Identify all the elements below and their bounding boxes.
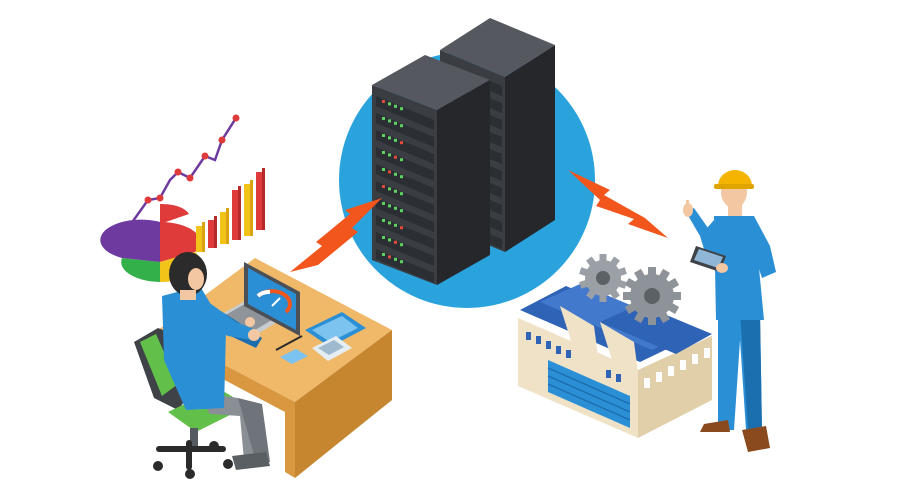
gear-large-icon <box>623 267 681 325</box>
calculator-icon <box>312 336 352 361</box>
factory-building <box>518 284 712 438</box>
office-worker <box>162 252 270 470</box>
speedometer-icon <box>256 289 292 314</box>
line-chart <box>126 114 240 229</box>
document-tablet <box>305 312 366 347</box>
gear-small-icon <box>579 254 627 302</box>
engineer <box>683 170 776 452</box>
pen <box>275 335 303 351</box>
lightning-bolt-right-icon <box>568 170 668 238</box>
server-rack-front <box>372 55 490 285</box>
bar-chart <box>196 168 265 252</box>
lightning-bolt-left-icon <box>290 198 382 272</box>
smartphone-icon <box>280 349 308 364</box>
